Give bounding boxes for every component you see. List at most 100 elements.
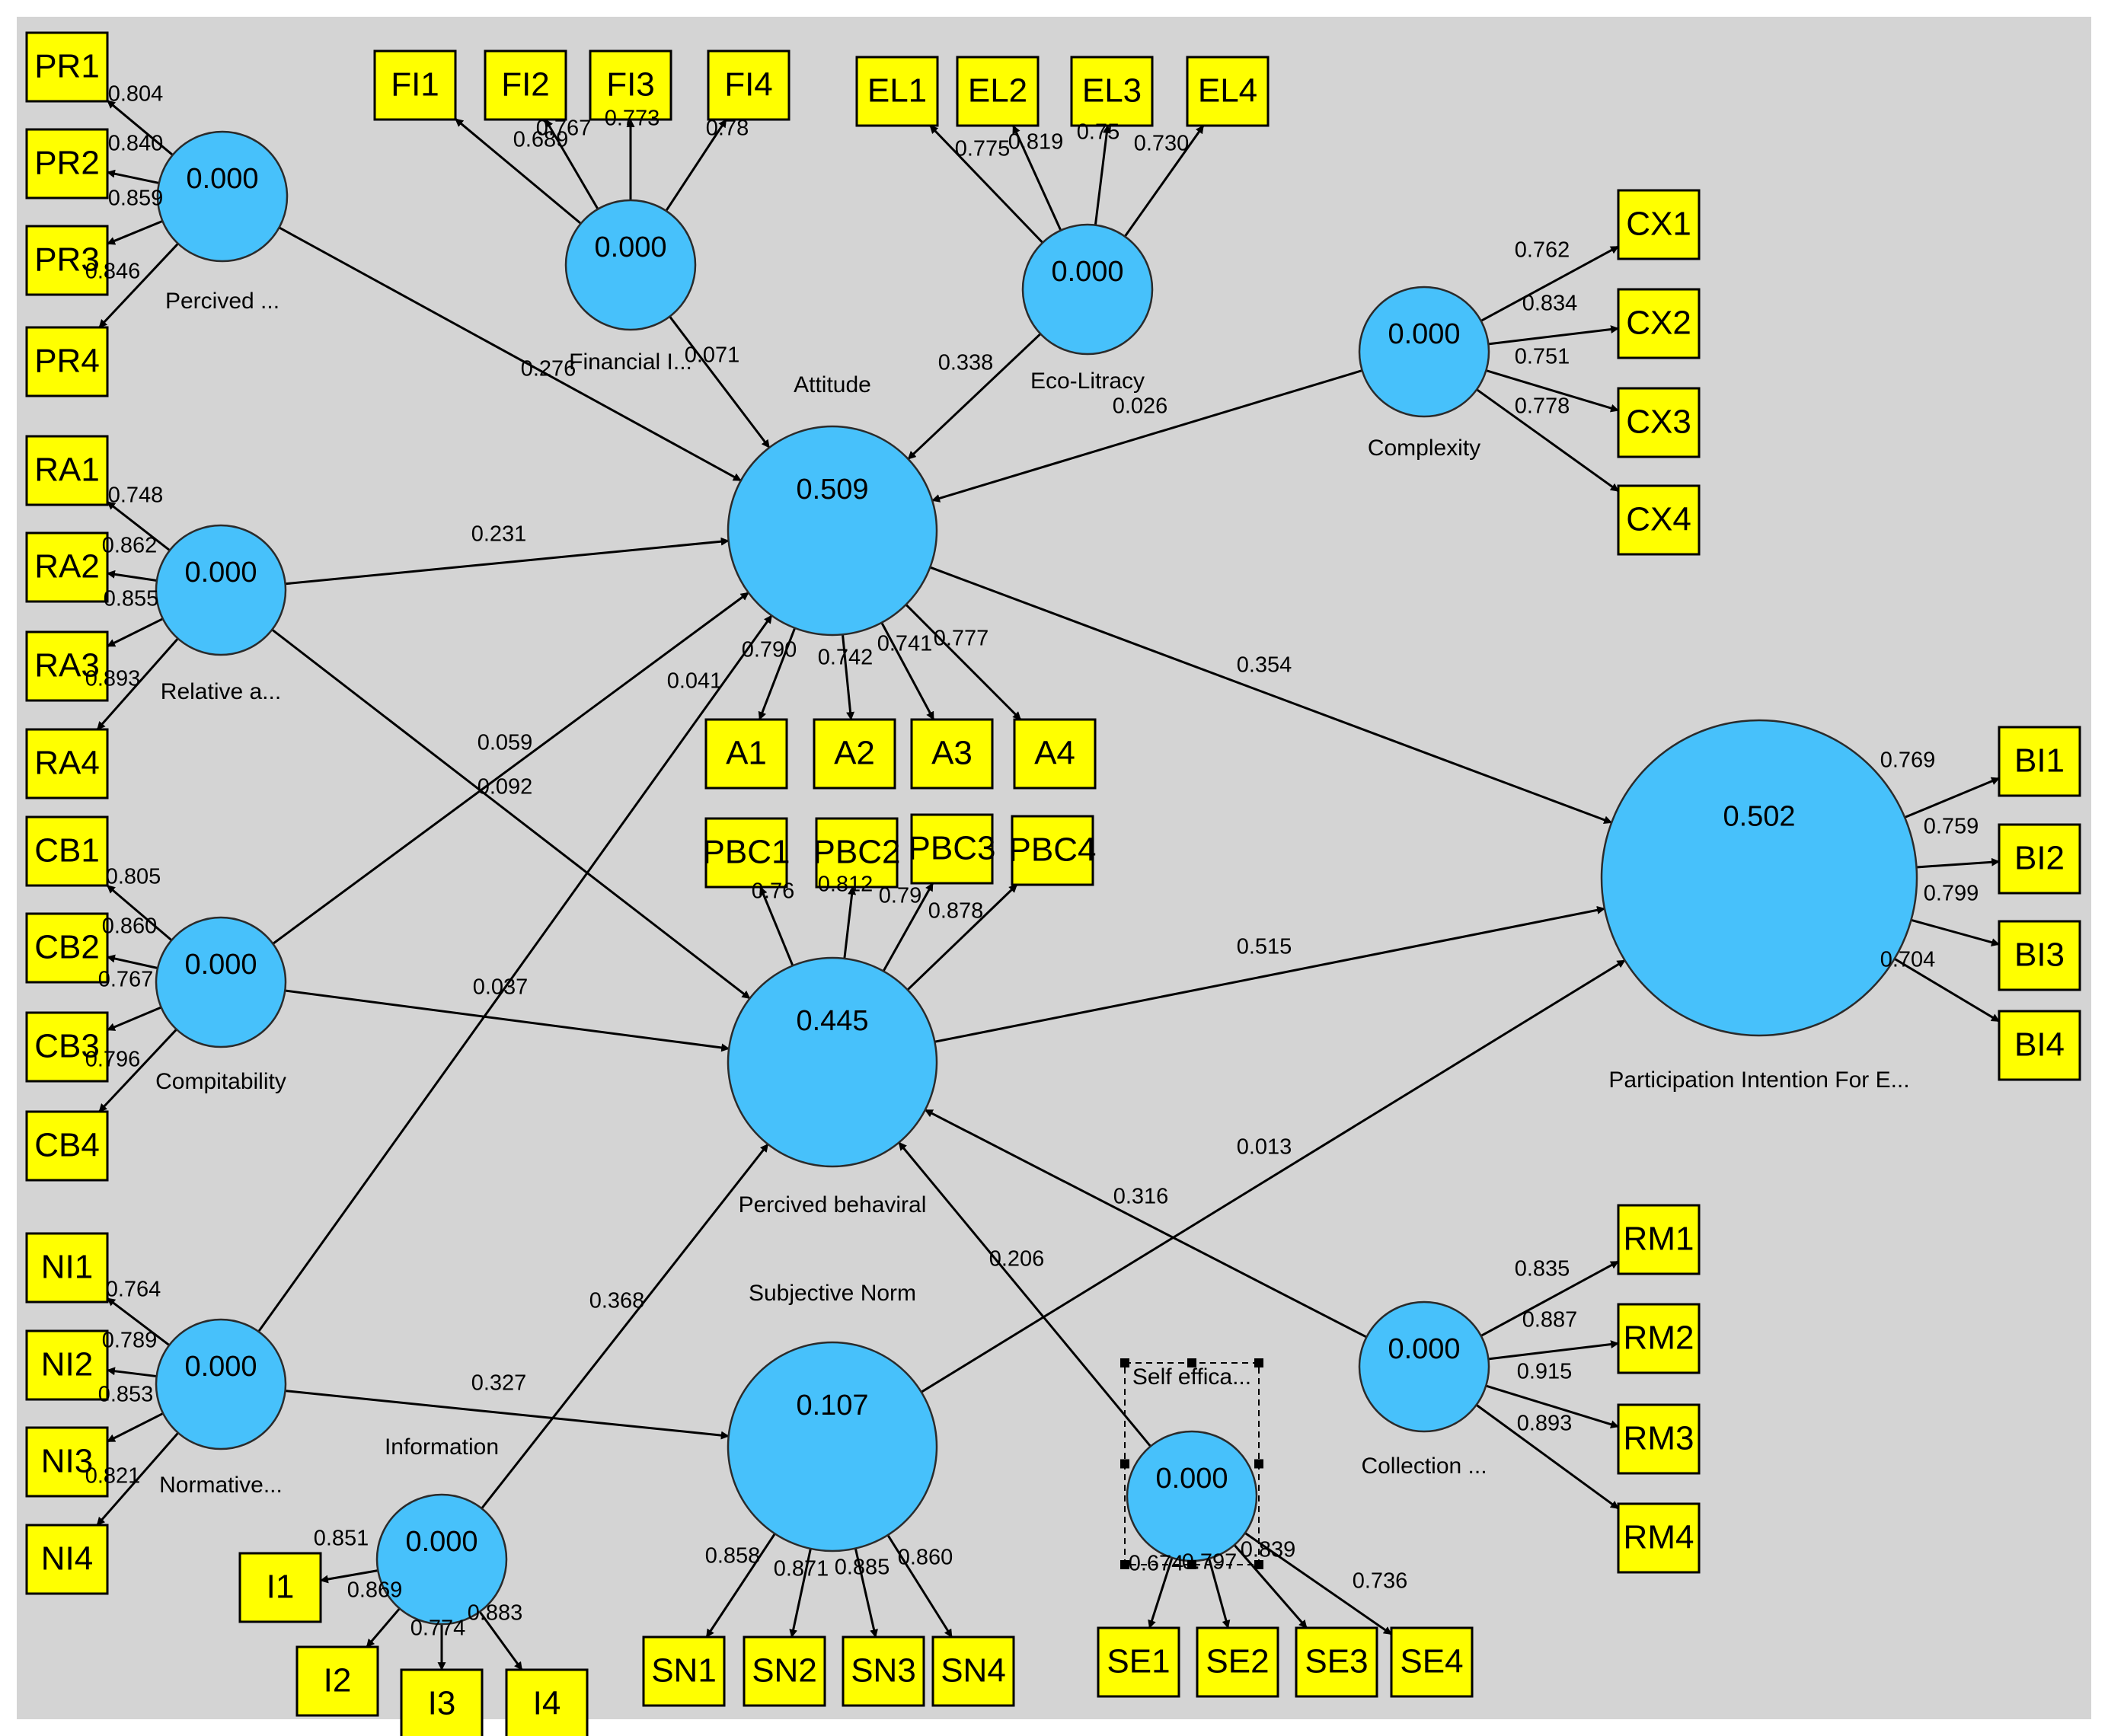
- loading-arrow-rm1[interactable]: [1480, 1260, 1619, 1337]
- indicator-ra3[interactable]: RA3: [25, 630, 109, 702]
- loading-arrow-pbc4[interactable]: [906, 883, 1018, 991]
- indicator-pbc2[interactable]: PBC2: [813, 817, 901, 889]
- indicator-pr1[interactable]: PR1: [25, 31, 109, 103]
- resize-handle[interactable]: [1120, 1459, 1129, 1469]
- loading-arrow-pbc3[interactable]: [882, 882, 934, 972]
- loading-arrow-bi2[interactable]: [1916, 857, 2001, 869]
- loading-arrow-ra1[interactable]: [107, 501, 171, 552]
- loading-arrow-el3[interactable]: [1094, 124, 1111, 225]
- indicator-fi2[interactable]: FI2: [484, 49, 567, 121]
- loading-arrow-a2[interactable]: [842, 634, 855, 721]
- loading-arrow-se3[interactable]: [1233, 1544, 1308, 1629]
- loading-arrow-cb2[interactable]: [106, 954, 158, 969]
- loading-arrow-sn4[interactable]: [886, 1534, 953, 1638]
- indicator-el2[interactable]: EL2: [956, 56, 1040, 127]
- resize-handle[interactable]: [1120, 1358, 1129, 1367]
- path-arrow-rm-to-pbc[interactable]: [924, 1109, 1368, 1339]
- path-arrow-sn-to-bi[interactable]: [920, 959, 1626, 1393]
- indicator-ni3[interactable]: NI3: [25, 1426, 109, 1498]
- resize-handle[interactable]: [1120, 1560, 1129, 1569]
- indicator-fi1[interactable]: FI1: [373, 49, 457, 121]
- indicator-ra4[interactable]: RA4: [25, 728, 109, 799]
- indicator-fi3[interactable]: FI3: [589, 49, 672, 121]
- indicator-el1[interactable]: EL1: [855, 56, 939, 127]
- loading-arrow-cx3[interactable]: [1485, 369, 1620, 413]
- indicator-ra1[interactable]: RA1: [25, 435, 109, 506]
- path-arrow-ni-to-att[interactable]: [257, 614, 773, 1332]
- resize-handle[interactable]: [1254, 1560, 1263, 1569]
- indicator-fi4[interactable]: FI4: [707, 49, 790, 121]
- indicator-se2[interactable]: SE2: [1196, 1626, 1279, 1698]
- loading-arrow-se1[interactable]: [1148, 1557, 1174, 1629]
- loading-arrow-ni4[interactable]: [96, 1431, 180, 1526]
- indicator-cb1[interactable]: CB1: [25, 815, 109, 887]
- path-arrow-inf-to-pbc[interactable]: [481, 1143, 769, 1510]
- loading-arrow-a1[interactable]: [758, 627, 797, 721]
- indicator-pr4[interactable]: PR4: [25, 326, 109, 397]
- loading-arrow-ni1[interactable]: [107, 1297, 171, 1346]
- indicator-sn3[interactable]: SN3: [842, 1635, 925, 1707]
- indicator-bi1[interactable]: BI1: [1998, 726, 2081, 797]
- loading-arrow-ra3[interactable]: [107, 617, 164, 648]
- indicator-el3[interactable]: EL3: [1070, 56, 1154, 127]
- indicator-rm1[interactable]: RM1: [1617, 1204, 1701, 1275]
- indicator-se1[interactable]: SE1: [1097, 1626, 1180, 1698]
- indicator-ni4[interactable]: NI4: [25, 1524, 109, 1595]
- indicator-sn4[interactable]: SN4: [931, 1635, 1015, 1707]
- indicator-ni1[interactable]: NI1: [25, 1232, 109, 1304]
- loading-arrow-ra4[interactable]: [96, 637, 179, 730]
- indicator-bi3[interactable]: BI3: [1998, 920, 2081, 991]
- resize-handle[interactable]: [1187, 1358, 1196, 1367]
- loading-arrow-fi2[interactable]: [545, 119, 599, 210]
- selection-frame[interactable]: [1120, 1358, 1263, 1569]
- path-arrow-pr-to-att[interactable]: [278, 226, 742, 482]
- indicator-sn1[interactable]: SN1: [642, 1635, 726, 1707]
- resize-handle[interactable]: [1187, 1560, 1196, 1569]
- indicator-cb3[interactable]: CB3: [25, 1011, 109, 1083]
- loading-arrow-fi1[interactable]: [455, 118, 582, 225]
- loading-arrow-ra2[interactable]: [106, 570, 158, 582]
- loading-arrow-i2[interactable]: [366, 1607, 401, 1648]
- indicator-cb4[interactable]: CB4: [25, 1110, 109, 1182]
- loading-arrow-bi1[interactable]: [1904, 777, 2001, 819]
- indicator-cx3[interactable]: CX3: [1617, 387, 1701, 458]
- loading-arrow-pr1[interactable]: [107, 100, 174, 156]
- indicator-el4[interactable]: EL4: [1186, 56, 1270, 127]
- loading-arrow-cb3[interactable]: [106, 1006, 162, 1032]
- loading-arrow-i4[interactable]: [478, 1610, 523, 1671]
- indicator-rm3[interactable]: RM3: [1617, 1403, 1701, 1475]
- indicator-i1[interactable]: I1: [238, 1552, 322, 1623]
- latent-variable-rm[interactable]: 0.000Collection ...: [1358, 1300, 1490, 1479]
- loading-arrow-cb4[interactable]: [98, 1028, 177, 1113]
- loading-arrow-pr3[interactable]: [106, 219, 163, 245]
- indicator-ni2[interactable]: NI2: [25, 1329, 109, 1401]
- loading-arrow-pbc2[interactable]: [843, 886, 857, 959]
- indicator-pr3[interactable]: PR3: [25, 225, 109, 296]
- path-arrow-cx-to-att[interactable]: [931, 369, 1363, 503]
- loading-arrow-sn3[interactable]: [854, 1548, 878, 1639]
- path-arrow-ra-to-att[interactable]: [285, 537, 730, 586]
- loading-arrow-cx4[interactable]: [1476, 388, 1619, 493]
- loading-arrow-i1[interactable]: [319, 1569, 378, 1584]
- loading-arrow-a4[interactable]: [905, 603, 1022, 721]
- indicator-cb2[interactable]: CB2: [25, 912, 109, 984]
- path-arrow-att-to-bi[interactable]: [929, 566, 1613, 825]
- indicator-pbc3[interactable]: PBC3: [909, 813, 996, 885]
- latent-variable-ni[interactable]: 0.000Normative...: [155, 1318, 287, 1498]
- loading-arrow-pbc1[interactable]: [759, 886, 794, 966]
- path-arrow-el-to-att[interactable]: [907, 333, 1042, 460]
- loading-arrow-bi3[interactable]: [1911, 918, 2001, 946]
- loading-arrow-sn2[interactable]: [789, 1548, 812, 1639]
- loading-arrow-rm3[interactable]: [1485, 1384, 1620, 1428]
- loading-arrow-ni2[interactable]: [106, 1367, 157, 1378]
- indicator-ra2[interactable]: RA2: [25, 531, 109, 603]
- indicator-cx4[interactable]: CX4: [1617, 484, 1701, 556]
- indicator-rm4[interactable]: RM4: [1617, 1502, 1701, 1574]
